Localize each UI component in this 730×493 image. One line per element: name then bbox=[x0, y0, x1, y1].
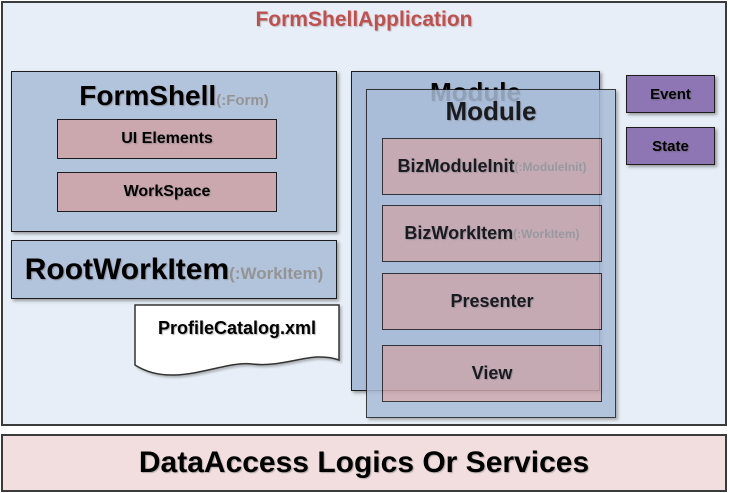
bizmoduleinit-label: BizModuleInit bbox=[397, 156, 515, 176]
bizworkitem-box: BizWorkItem(:WorkItem) bbox=[382, 205, 602, 262]
dataaccess-services-bar: DataAccess Logics Or Services bbox=[1, 434, 727, 492]
formshell-title: FormShell(:Form) bbox=[12, 80, 336, 112]
presenter-label: Presenter bbox=[450, 291, 534, 311]
view-label: View bbox=[471, 363, 513, 383]
rootworkitem-panel: RootWorkItem(:WorkItem) bbox=[11, 240, 337, 299]
formshell-type-suffix: (:Form) bbox=[216, 92, 269, 109]
module-front-title: Module bbox=[445, 96, 537, 126]
presenter-box: Presenter bbox=[382, 273, 602, 330]
rootworkitem-type-suffix: (:WorkItem) bbox=[229, 263, 324, 283]
profile-catalog-document: ProfileCatalog.xml bbox=[134, 304, 340, 384]
application-title: FormShellApplication bbox=[255, 8, 473, 31]
rootworkitem-title-name: RootWorkItem bbox=[24, 252, 230, 286]
profile-catalog-label: ProfileCatalog.xml bbox=[157, 318, 317, 338]
formshell-title-name: FormShell bbox=[79, 80, 217, 111]
event-box: Event bbox=[626, 75, 715, 113]
event-label: Event bbox=[650, 85, 691, 103]
workspace-label: WorkSpace bbox=[123, 183, 211, 200]
ui-elements-label: UI Elements bbox=[121, 130, 213, 147]
bizworkitem-type-suffix: (:WorkItem) bbox=[513, 226, 580, 241]
dataaccess-services-label: DataAccess Logics Or Services bbox=[138, 446, 590, 479]
bizmoduleinit-box: BizModuleInit(:ModuleInit) bbox=[382, 138, 602, 195]
document-shape-icon bbox=[134, 304, 340, 376]
rootworkitem-title: RootWorkItem(:WorkItem) bbox=[12, 253, 336, 287]
formshell-application-container: FormShellApplication FormShell(:Form) UI… bbox=[1, 1, 727, 426]
workspace-box: WorkSpace bbox=[57, 172, 277, 212]
state-box: State bbox=[626, 127, 715, 165]
ui-elements-box: UI Elements bbox=[57, 119, 277, 159]
formshell-panel: FormShell(:Form) UI Elements WorkSpace bbox=[11, 71, 337, 232]
bizworkitem-label: BizWorkItem bbox=[404, 223, 514, 243]
view-box: View bbox=[382, 345, 602, 402]
state-label: State bbox=[652, 137, 689, 155]
module-front-panel: Module BizModuleInit(:ModuleInit) BizWor… bbox=[366, 89, 616, 418]
bizmoduleinit-type-suffix: (:ModuleInit) bbox=[514, 159, 587, 174]
